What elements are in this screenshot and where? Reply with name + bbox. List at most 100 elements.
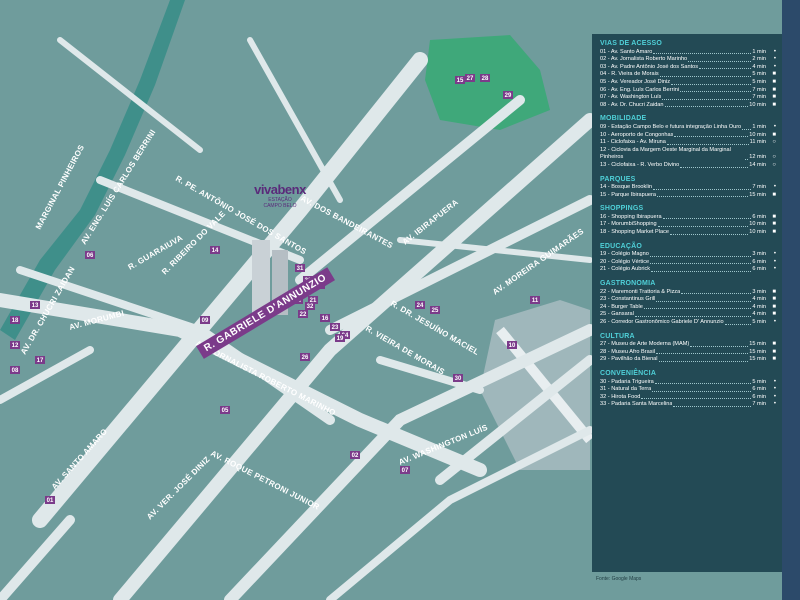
legend-leader-dots bbox=[653, 53, 752, 55]
poi-pin: 08 bbox=[10, 366, 20, 374]
legend-leader-dots bbox=[658, 360, 749, 362]
legend-item-name: 20 - Colégio Vértice bbox=[600, 258, 650, 265]
walk-icon: • bbox=[773, 401, 776, 408]
pin-number: 21 bbox=[310, 298, 317, 304]
legend-item-time: 10 min bbox=[749, 131, 766, 138]
car-icon: ■ bbox=[772, 341, 776, 348]
legend-item-time: 4 min bbox=[752, 303, 766, 310]
legend-leader-dots bbox=[681, 293, 752, 295]
pin-badge bbox=[300, 353, 310, 361]
pin-badge bbox=[503, 91, 513, 99]
legend-item: 31 - Natural da Terra 6 min • bbox=[600, 386, 776, 394]
brand-name: vivabenx bbox=[254, 182, 306, 197]
legend-item-name: 31 - Natural da Terra bbox=[600, 386, 652, 393]
legend-item-time: 4 min bbox=[752, 311, 766, 318]
legend-item-time: 7 min bbox=[752, 86, 766, 93]
walk-icon: • bbox=[773, 48, 776, 55]
poi-pin: 22 bbox=[298, 310, 308, 318]
car-icon: ■ bbox=[772, 101, 776, 108]
poi-pin: 15 bbox=[455, 76, 465, 84]
legend-item-name: 28 - Museu Afro Brasil bbox=[600, 348, 656, 355]
pin-badge bbox=[455, 76, 465, 84]
legend-item-time: 11 min bbox=[749, 139, 766, 146]
pin-number: 25 bbox=[432, 308, 439, 314]
river-pinheiros bbox=[0, 0, 185, 340]
pin-number: 12 bbox=[12, 343, 19, 349]
legend-item-time: 10 min bbox=[749, 229, 766, 236]
walk-icon: • bbox=[773, 184, 776, 191]
legend-item: 18 - Shopping Market Place 10 min ■ bbox=[600, 229, 776, 237]
legend-item-name: 10 - Aeroporto de Congonhas bbox=[600, 131, 674, 138]
car-icon: ■ bbox=[772, 131, 776, 138]
legend-item-name: 07 - Av. Washington Luís bbox=[600, 94, 662, 101]
legend-leader-dots bbox=[643, 308, 752, 310]
legend-item-name: 29 - Pavilhão da Bienal bbox=[600, 356, 658, 363]
brand-logo: vivabenx ESTAÇÃO CAMPO BELO bbox=[250, 182, 310, 209]
legend-item-name: 32 - Hirota Food bbox=[600, 393, 641, 400]
walk-icon: • bbox=[773, 63, 776, 70]
legend-item-time: 6 min bbox=[752, 386, 766, 393]
legend-item-time: 1 min bbox=[752, 48, 766, 55]
poi-pin: 32 bbox=[305, 302, 315, 310]
legend-leader-dots bbox=[680, 166, 749, 168]
legend-item-name: 24 - Burger Table bbox=[600, 303, 643, 310]
legend-leader-dots bbox=[662, 218, 752, 220]
poi-pin: 10 bbox=[507, 341, 517, 349]
legend-item: 10 - Aeroporto de Congonhas 10 min ■ bbox=[600, 132, 776, 140]
car-icon: ■ bbox=[772, 213, 776, 220]
pin-number: 01 bbox=[47, 498, 54, 504]
poi-pin: 06 bbox=[85, 251, 95, 259]
legend-item-name: 23 - Constantinus Grill bbox=[600, 296, 656, 303]
car-icon: ■ bbox=[772, 229, 776, 236]
pin-badge bbox=[530, 296, 540, 304]
legend-leader-dots bbox=[656, 353, 749, 355]
pin-badge bbox=[415, 301, 425, 309]
poi-pin: 18 bbox=[10, 316, 20, 324]
pin-badge bbox=[465, 74, 475, 82]
poi-pin: 16 bbox=[320, 314, 330, 322]
poi-pin: 31 bbox=[295, 264, 305, 272]
legend-leader-dots bbox=[656, 300, 752, 302]
legend-item-time: 7 min bbox=[752, 94, 766, 101]
pin-badge bbox=[85, 251, 95, 259]
legend-item-time: 5 min bbox=[752, 319, 766, 325]
legend-item-time: 3 min bbox=[752, 251, 766, 258]
legend-item-name: 18 - Shopping Market Place bbox=[600, 229, 670, 236]
poi-pin: 25 bbox=[430, 306, 440, 314]
pin-badge bbox=[430, 306, 440, 314]
legend-section-title: MOBILIDADE bbox=[600, 115, 647, 123]
legend-leader-dots bbox=[657, 226, 749, 228]
pin-number: 26 bbox=[302, 355, 309, 361]
pin-number: 13 bbox=[32, 303, 39, 309]
pin-badge bbox=[298, 310, 308, 318]
brand-sub2: CAMPO BELO bbox=[263, 203, 297, 209]
pin-badge bbox=[220, 406, 230, 414]
poi-pin: 24 bbox=[415, 301, 425, 309]
legend-item-time: 15 min bbox=[749, 348, 766, 355]
walk-icon: • bbox=[773, 386, 776, 393]
pin-number: 23 bbox=[332, 325, 339, 331]
pin-badge bbox=[480, 74, 490, 82]
pin-number: 22 bbox=[300, 312, 307, 318]
legend-leader-dots bbox=[656, 196, 749, 198]
pin-number: 14 bbox=[212, 248, 219, 254]
legend-section-title: EDUCAÇÃO bbox=[600, 242, 643, 250]
poi-pin: 09 bbox=[200, 316, 210, 324]
car-icon: ■ bbox=[772, 311, 776, 318]
pin-badge bbox=[453, 374, 463, 382]
legend-leader-dots bbox=[680, 91, 752, 93]
legend-item-time: 1 min bbox=[752, 123, 766, 130]
pin-badge bbox=[507, 341, 517, 349]
poi-pin: 13 bbox=[30, 301, 40, 309]
poi-pin: 21 bbox=[308, 296, 318, 304]
